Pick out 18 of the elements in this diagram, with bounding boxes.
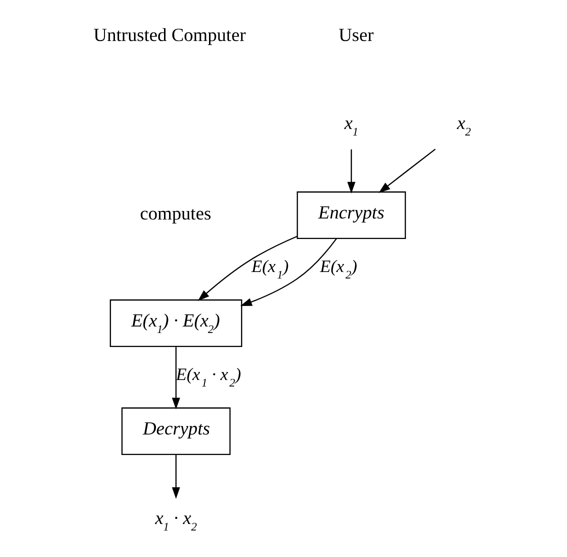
arrow (197, 236, 297, 301)
node-label: computes (140, 204, 211, 225)
label: User (338, 24, 374, 46)
edge-label: E(x$_{1}$ · x$_{2}$) (176, 364, 241, 390)
node-box: E(x$_{1}$) · E(x$_{2}$) (109, 299, 242, 348)
node-box: Decrypts (120, 407, 230, 456)
edge-label: E(x$_{2}$) (320, 256, 357, 282)
edge-label: E(x$_{1}$) (250, 256, 288, 282)
arrow (171, 454, 180, 499)
node-text: x$_{1}$ · x$_{2}$ (154, 508, 196, 534)
label: Untrusted Computer (93, 24, 246, 46)
arrow (240, 238, 336, 306)
node-text: x$_{1}$ (344, 113, 358, 139)
node-text: x$_{2}$ (456, 113, 470, 139)
arrow (346, 149, 355, 194)
arrow (378, 148, 436, 193)
node-box: Encrypts (296, 191, 406, 240)
arrow (171, 346, 180, 410)
